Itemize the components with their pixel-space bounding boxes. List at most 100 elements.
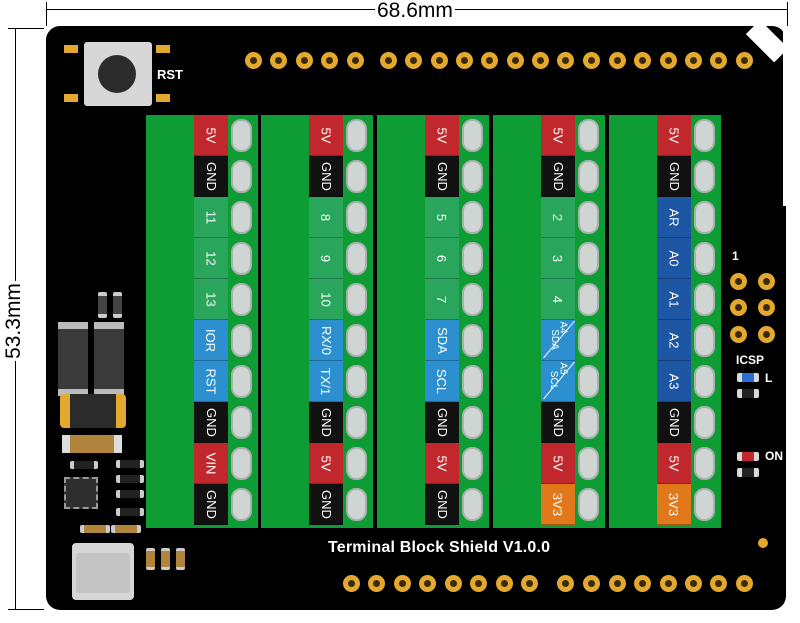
header-pad xyxy=(634,575,651,592)
reset-button[interactable] xyxy=(84,42,152,106)
terminal-screw[interactable] xyxy=(231,365,252,398)
terminal-label-text: 5V xyxy=(434,127,450,143)
terminal-screw[interactable] xyxy=(578,365,599,398)
terminal-screw[interactable] xyxy=(346,406,367,439)
terminal-label: TX/1 xyxy=(309,361,343,402)
terminal-label-text: GND xyxy=(550,407,566,437)
terminal-screw[interactable] xyxy=(462,242,483,275)
height-dimension-label: 53.3mm xyxy=(1,281,25,361)
diode-1 xyxy=(58,322,88,396)
terminal-screw[interactable] xyxy=(231,119,252,152)
terminal-screw[interactable] xyxy=(694,447,715,480)
terminal-label-text: GND xyxy=(203,161,219,191)
board-edge-cut xyxy=(783,26,800,206)
terminal-label-text: GND xyxy=(434,489,450,519)
terminal-screw[interactable] xyxy=(346,242,367,275)
terminal-screw[interactable] xyxy=(462,488,483,521)
terminal-screw[interactable] xyxy=(231,283,252,316)
terminal-label: VIN xyxy=(194,443,228,484)
terminal-screw[interactable] xyxy=(462,119,483,152)
terminal-screw[interactable] xyxy=(694,324,715,357)
terminal-screw[interactable] xyxy=(231,406,252,439)
terminal-screw[interactable] xyxy=(694,119,715,152)
terminal-label: SCL xyxy=(425,361,459,402)
header-pad xyxy=(380,52,397,69)
terminal-screw[interactable] xyxy=(462,406,483,439)
header-pad xyxy=(583,52,600,69)
terminal-screw[interactable] xyxy=(578,324,599,357)
terminal-label: GND xyxy=(194,402,228,443)
terminal-screw[interactable] xyxy=(346,365,367,398)
terminal-screw[interactable] xyxy=(578,406,599,439)
terminal-screw[interactable] xyxy=(346,283,367,316)
terminal-screw[interactable] xyxy=(578,488,599,521)
terminal-label: 5V xyxy=(425,443,459,484)
terminal-screw[interactable] xyxy=(346,488,367,521)
terminal-screw[interactable] xyxy=(578,283,599,316)
terminal-label: RST xyxy=(194,361,228,402)
terminal-screw[interactable] xyxy=(462,447,483,480)
terminal-screw[interactable] xyxy=(578,447,599,480)
terminal-screw[interactable] xyxy=(694,201,715,234)
terminal-screw[interactable] xyxy=(462,283,483,316)
reset-label: RST xyxy=(157,67,183,82)
terminal-screw[interactable] xyxy=(462,201,483,234)
terminal-label-text: GND xyxy=(434,161,450,191)
terminal-screw[interactable] xyxy=(462,324,483,357)
icsp-pad xyxy=(758,299,775,316)
icsp-pad xyxy=(730,326,747,343)
terminal-screw[interactable] xyxy=(231,488,252,521)
smd-resistor-5 xyxy=(116,508,144,516)
terminal-screw[interactable] xyxy=(578,201,599,234)
terminal-screw[interactable] xyxy=(462,365,483,398)
terminal-label-text: 8 xyxy=(318,213,334,221)
terminal-label: 5V xyxy=(657,115,691,156)
terminal-label: GND xyxy=(657,156,691,197)
terminal-screw[interactable] xyxy=(694,242,715,275)
terminal-label-text: A1 xyxy=(666,291,682,307)
terminal-screw[interactable] xyxy=(346,119,367,152)
header-pad xyxy=(496,575,513,592)
terminal-screw[interactable] xyxy=(694,283,715,316)
led-l xyxy=(737,373,759,382)
terminal-screw[interactable] xyxy=(578,160,599,193)
terminal-label-text: VIN xyxy=(203,452,219,474)
header-pad xyxy=(405,52,422,69)
terminal-label: 3V3 xyxy=(541,484,575,525)
header-pad xyxy=(521,575,538,592)
width-dimension-tick-right xyxy=(787,2,788,26)
terminal-screw[interactable] xyxy=(694,406,715,439)
header-pad xyxy=(609,575,626,592)
terminal-screw[interactable] xyxy=(346,447,367,480)
terminal-label: A0 xyxy=(657,238,691,279)
terminal-label: GND xyxy=(541,156,575,197)
terminal-screw[interactable] xyxy=(231,242,252,275)
terminal-screw[interactable] xyxy=(694,488,715,521)
terminal-label-text: SDA xyxy=(434,326,450,354)
smd-resistor-2 xyxy=(116,460,144,468)
terminal-screw[interactable] xyxy=(231,324,252,357)
led-on-resistor xyxy=(737,468,759,477)
terminal-screw[interactable] xyxy=(231,447,252,480)
terminal-label-text: SCL xyxy=(434,368,450,394)
reset-button-cap[interactable] xyxy=(98,55,136,93)
terminal-label: 5V xyxy=(657,443,691,484)
terminal-screw[interactable] xyxy=(578,242,599,275)
terminal-screw[interactable] xyxy=(578,119,599,152)
terminal-label: 5V xyxy=(309,443,343,484)
terminal-screw[interactable] xyxy=(346,201,367,234)
terminal-screw[interactable] xyxy=(694,160,715,193)
terminal-screw[interactable] xyxy=(694,365,715,398)
terminal-screw[interactable] xyxy=(231,160,252,193)
terminal-screw[interactable] xyxy=(462,160,483,193)
terminal-screw[interactable] xyxy=(346,160,367,193)
header-pad xyxy=(368,575,385,592)
header-pad xyxy=(609,52,626,69)
terminal-screw[interactable] xyxy=(346,324,367,357)
terminal-label: 7 xyxy=(425,279,459,320)
terminal-screw[interactable] xyxy=(231,201,252,234)
header-pad xyxy=(270,52,287,69)
header-pad xyxy=(296,52,313,69)
